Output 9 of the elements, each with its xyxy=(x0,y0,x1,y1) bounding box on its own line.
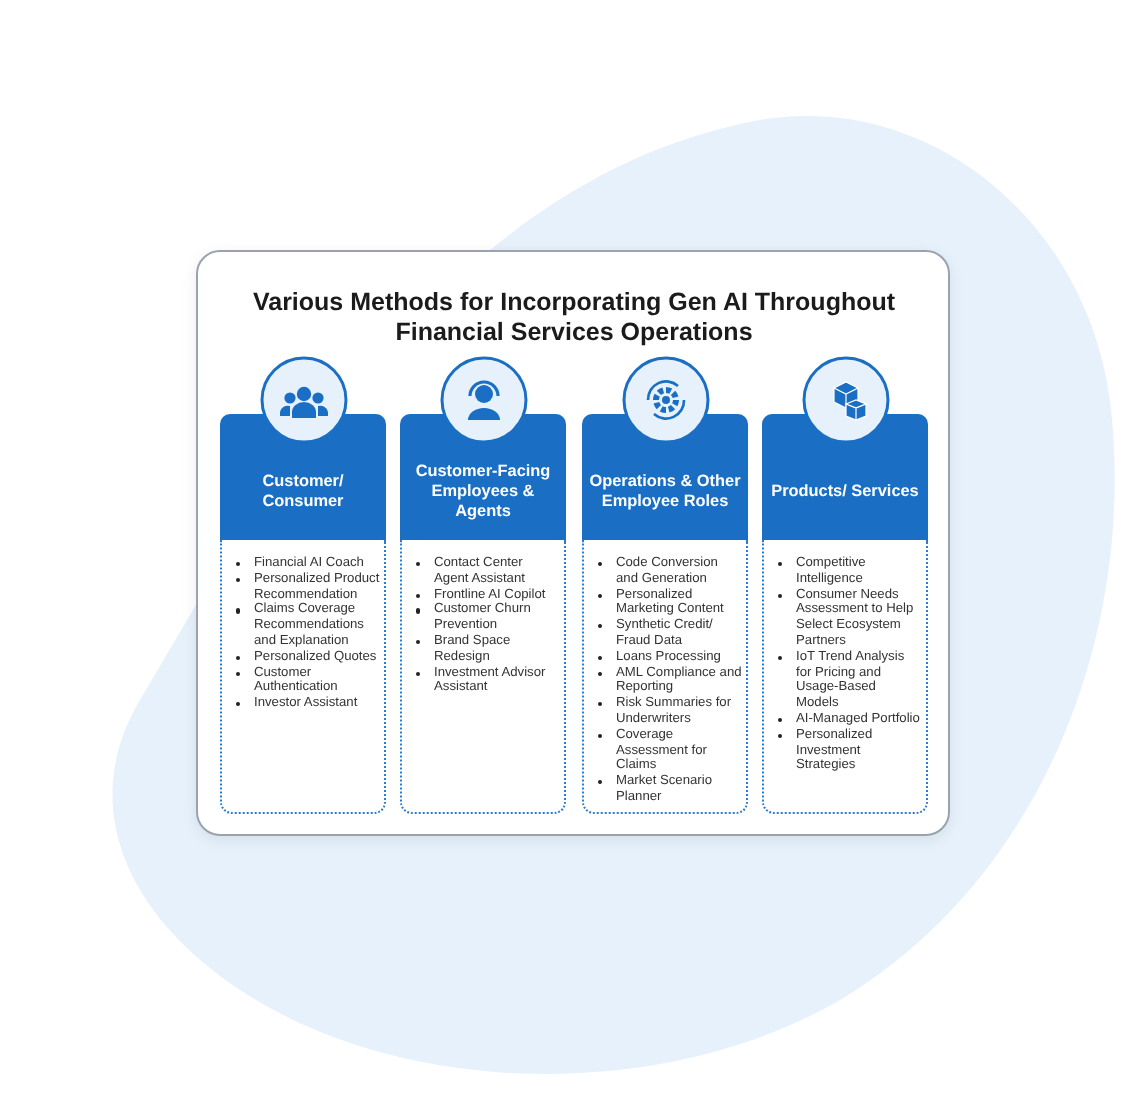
column-header: Products/ Services xyxy=(762,414,928,540)
diagram-title: Various Methods for Incorporating Gen AI Throughout Financial Services Operations xyxy=(250,288,898,348)
bullet-list-panel xyxy=(582,540,748,814)
column-header: Customer/ Consumer xyxy=(220,414,386,540)
bullet-list-panel xyxy=(400,540,566,814)
column-header: Operations & Other Employee Roles xyxy=(582,414,748,540)
bullet-list-panel xyxy=(762,540,928,814)
bullet-list-panel xyxy=(220,540,386,814)
column-header: Customer-Facing Employees & Agents xyxy=(400,414,566,540)
